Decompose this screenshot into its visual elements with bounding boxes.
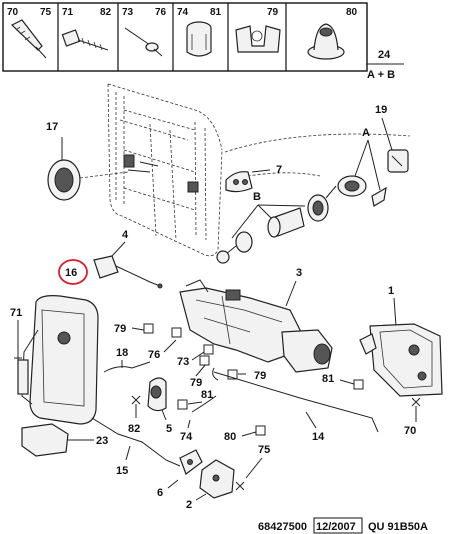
part-2-hinge: 2 bbox=[186, 459, 235, 511]
part-1-striker: 1 bbox=[359, 285, 443, 397]
callout-79-right: 79 bbox=[227, 369, 266, 382]
fastener-code-71: 71 bbox=[62, 7, 74, 18]
callout-5: 5 bbox=[166, 423, 172, 435]
callout-15: 15 bbox=[116, 465, 128, 477]
part-75-marker: 75 bbox=[235, 444, 270, 491]
part-15-rod: 15 bbox=[91, 417, 181, 477]
pin-icon bbox=[124, 27, 163, 57]
footer: 68427500 12/2007 QU 91B50A bbox=[258, 517, 428, 534]
callout-76-group: 76 bbox=[148, 327, 182, 361]
part-14-rod: 14 bbox=[212, 367, 379, 443]
callout-3: 3 bbox=[296, 267, 302, 279]
callout-74-group: 74 bbox=[180, 395, 217, 443]
part-19-cap: 19 bbox=[375, 104, 409, 173]
footer-reference: 68427500 bbox=[258, 521, 307, 533]
push-clip-icon bbox=[186, 21, 212, 57]
fastener-code-82: 82 bbox=[100, 7, 112, 18]
callout-17: 17 bbox=[46, 121, 58, 133]
callout-19: 19 bbox=[375, 104, 387, 116]
fastener-code-76: 76 bbox=[155, 7, 167, 18]
part-6-bracket: 6 bbox=[157, 449, 203, 499]
callout-80: 80 bbox=[224, 431, 236, 443]
callout-70: 70 bbox=[404, 425, 416, 437]
callout-23: 23 bbox=[96, 435, 108, 447]
callout-14: 14 bbox=[312, 431, 325, 443]
callout-16: 16 bbox=[65, 267, 77, 279]
countersunk-screw-icon bbox=[10, 19, 47, 59]
callout-18: 18 bbox=[116, 347, 128, 359]
part-17-grommet: 17 bbox=[46, 121, 129, 201]
callout-81-right: 81 bbox=[322, 373, 364, 390]
part-3-lock-mechanism: 3 bbox=[179, 267, 333, 373]
footer-date: 12/2007 bbox=[316, 521, 356, 533]
part-4-cable: 4 bbox=[93, 229, 163, 289]
callout-74: 74 bbox=[180, 431, 193, 443]
callout-71: 71 bbox=[10, 307, 22, 319]
callout-79-upper: 79 bbox=[114, 323, 154, 335]
callout-A: A bbox=[362, 127, 370, 139]
kit-label: 24 A + B bbox=[366, 49, 404, 81]
part-5-pull: 5 bbox=[147, 377, 172, 435]
part-b-cylinders: B bbox=[216, 191, 329, 264]
door-inner-latch bbox=[123, 154, 199, 193]
callout-73: 73 bbox=[177, 356, 189, 368]
callout-6: 6 bbox=[157, 487, 163, 499]
part-16-highlight: 16 bbox=[58, 259, 88, 285]
kit-contents: A + B bbox=[367, 69, 395, 81]
fastener-code-80: 80 bbox=[346, 7, 358, 18]
callout-79-c: 79 bbox=[254, 370, 266, 382]
callout-80-group: 80 bbox=[224, 425, 266, 443]
part-7-bracket: 7 bbox=[225, 164, 282, 193]
part-18-rod: 18 bbox=[103, 347, 151, 373]
callout-79-a: 79 bbox=[114, 323, 126, 335]
footer-code: QU 91B50A bbox=[368, 521, 428, 533]
callout-79-b: 79 bbox=[190, 377, 202, 389]
part-71-marker: 71 bbox=[10, 307, 22, 362]
callout-76: 76 bbox=[148, 349, 160, 361]
part-a-lock-cylinder: A bbox=[325, 127, 387, 207]
callout-73-group: 73 bbox=[177, 344, 214, 368]
callout-7: 7 bbox=[276, 164, 282, 176]
callout-2: 2 bbox=[186, 499, 192, 511]
callout-81-left: 81 bbox=[177, 389, 213, 410]
callout-81-b: 81 bbox=[322, 373, 334, 385]
callout-B: B bbox=[253, 191, 261, 203]
part-82-marker: 82 bbox=[128, 395, 141, 435]
callout-79-mid: 79 bbox=[190, 355, 210, 389]
part-70-marker: 70 bbox=[404, 397, 421, 437]
part-23-cover: 23 bbox=[21, 423, 108, 457]
fastener-code-79: 79 bbox=[267, 7, 279, 18]
fastener-code-70: 70 bbox=[7, 7, 19, 18]
fastener-code-73: 73 bbox=[122, 7, 134, 18]
callout-75: 75 bbox=[258, 444, 270, 456]
part-16-handle bbox=[17, 295, 99, 425]
callout-82: 82 bbox=[128, 423, 140, 435]
callout-81-a: 81 bbox=[201, 389, 213, 401]
fastener-code-74: 74 bbox=[177, 7, 189, 18]
retaining-clip-icon bbox=[235, 25, 281, 53]
grommet-icon bbox=[307, 23, 345, 60]
callout-4: 4 bbox=[122, 229, 129, 241]
callout-1: 1 bbox=[388, 285, 394, 297]
fastener-code-75: 75 bbox=[40, 7, 52, 18]
kit-number: 24 bbox=[378, 49, 391, 61]
hex-screw-icon bbox=[61, 29, 109, 51]
fastener-code-81: 81 bbox=[210, 7, 222, 18]
fastener-strip: 70 75 71 82 73 76 74 81 79 80 bbox=[2, 2, 368, 72]
door-outline bbox=[107, 83, 411, 257]
